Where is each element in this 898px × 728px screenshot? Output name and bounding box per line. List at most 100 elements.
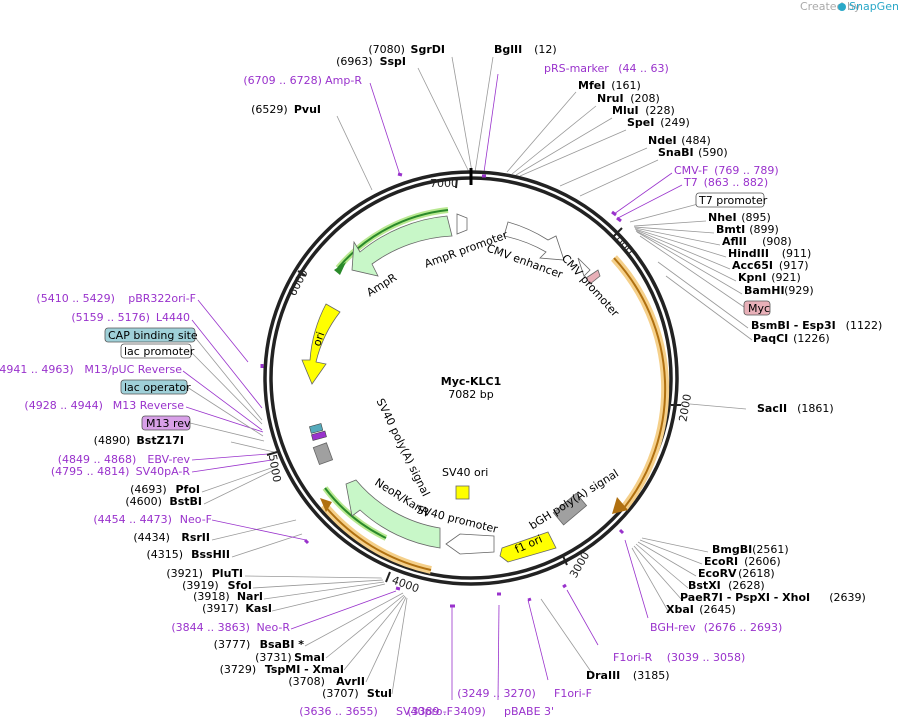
enzyme-site-label[interactable]: SfoI	[228, 579, 252, 592]
orf-arrowhead	[612, 497, 628, 514]
primer-label[interactable]: F1ori-R	[613, 651, 653, 664]
f1-ori-feature[interactable]	[499, 531, 557, 563]
enzyme-site-label[interactable]: KasI	[245, 602, 272, 615]
primer-label[interactable]: pBABE 3'	[504, 705, 554, 718]
enzyme-site-label[interactable]: SspI	[380, 55, 406, 68]
enzyme-site-label[interactable]: BamHI	[744, 284, 785, 297]
enzyme-site-label[interactable]: PaeR7I - PspXI - XhoI	[680, 591, 810, 604]
enzyme-site-label[interactable]: PfoI	[176, 483, 201, 496]
enzyme-site-position: (3185)	[633, 669, 670, 682]
enzyme-site-label[interactable]: BstXI	[688, 579, 721, 592]
ampr-orf-arrowhead	[334, 262, 346, 275]
enzyme-site-label[interactable]: SpeI	[627, 116, 654, 129]
enzyme-site-label[interactable]: MfeI	[578, 79, 605, 92]
enzyme-site-label[interactable]: HindIII	[728, 247, 769, 260]
m13-rev-feature[interactable]	[311, 430, 327, 441]
enzyme-site-label[interactable]: BglII	[494, 43, 522, 56]
enzyme-site-label[interactable]: SmaI	[294, 651, 325, 664]
enzyme-site-label[interactable]: TspMI - XmaI	[265, 663, 344, 676]
neo-orf-arc	[323, 504, 432, 571]
enzyme-site-label[interactable]: NdeI	[648, 134, 677, 147]
sv40-ori-feature[interactable]	[455, 485, 470, 500]
primer-range: (5410 .. 5429)	[36, 292, 115, 305]
enzyme-site-position: (929)	[784, 284, 814, 297]
ampr-label: AmpR	[364, 271, 399, 300]
primer-label[interactable]: M13 Reverse	[113, 399, 184, 412]
primer-label[interactable]: T7	[683, 176, 698, 189]
sv40-promoter-feature[interactable]	[445, 533, 495, 555]
enzyme-site-label[interactable]: BmtI	[716, 223, 745, 236]
enzyme-site-position: (2628)	[728, 579, 765, 592]
enzyme-site-label[interactable]: BstZ17I	[136, 434, 184, 447]
primer-label[interactable]: BGH-rev	[650, 621, 696, 634]
primer-label[interactable]: L4440	[156, 311, 190, 324]
primer-range: (3844 .. 3863)	[171, 621, 250, 634]
cap-binding-site-label[interactable]: CAP binding site	[108, 329, 198, 342]
enzyme-site-label[interactable]: PaqCI	[753, 332, 788, 345]
enzyme-site-label[interactable]: PvuI	[294, 103, 321, 116]
m13-rev-label[interactable]: M13 rev	[146, 417, 191, 430]
primer-range: (4454 .. 4473)	[93, 513, 172, 526]
enzyme-site-label[interactable]: RsrII	[181, 531, 210, 544]
enzyme-site-label[interactable]: AflII	[722, 235, 747, 248]
primer-label[interactable]: M13/pUC Reverse	[84, 363, 182, 376]
primer-label[interactable]: SV40pA-R	[136, 465, 191, 478]
lac-promoter-label[interactable]: lac promoter	[124, 345, 195, 358]
ampr-feature[interactable]	[351, 215, 453, 277]
snapgene-brand: SnapGene	[849, 0, 898, 13]
cmv-promoter-feature[interactable]	[577, 257, 591, 277]
ampr-promoter-feature[interactable]	[456, 213, 468, 235]
primer-label[interactable]: Neo-F	[180, 513, 212, 526]
neor-kanr-feature[interactable]	[345, 479, 441, 549]
enzyme-site-label[interactable]: BsmBI - Esp3I	[751, 319, 836, 332]
primer-label[interactable]: pBR322ori-F	[128, 292, 196, 305]
primer-label[interactable]: F1ori-F	[554, 687, 592, 700]
primer-label[interactable]: pRS-marker	[544, 62, 609, 75]
enzyme-site-label[interactable]: NheI	[708, 211, 737, 224]
enzyme-site-label[interactable]: Acc65I	[732, 259, 773, 272]
lac-operator-label[interactable]: lac operator	[124, 381, 191, 394]
myc-tag-feature[interactable]	[585, 269, 601, 285]
enzyme-site-label[interactable]: SacII	[757, 402, 787, 415]
enzyme-site-label[interactable]: SnaBI	[658, 146, 694, 159]
sv40-polya-feature[interactable]	[312, 442, 334, 466]
enzyme-site-position: (911)	[782, 247, 812, 260]
enzyme-site-label[interactable]: BmgBI	[712, 543, 752, 556]
enzyme-site-label[interactable]: NarI	[237, 590, 263, 603]
ori-feature[interactable]	[301, 303, 341, 385]
cmv-enhancer-feature[interactable]	[503, 221, 565, 261]
primer-range: (3636 .. 3655)	[299, 705, 378, 718]
enzyme-site-label[interactable]: KpnI	[738, 271, 766, 284]
enzyme-site-position: (161)	[611, 79, 641, 92]
primer-label[interactable]: SV40pro-F	[396, 705, 453, 718]
enzyme-site-label[interactable]: BstBI	[169, 495, 202, 508]
enzyme-site-label[interactable]: BssHII	[191, 548, 230, 561]
enzyme-site-position: (2618)	[738, 567, 775, 580]
enzyme-site-label[interactable]: AvrII	[336, 675, 365, 688]
primer-label[interactable]: EBV-rev	[147, 453, 190, 466]
enzyme-site-label[interactable]: EcoRV	[698, 567, 737, 580]
enzyme-site-label[interactable]: StuI	[367, 687, 392, 700]
enzyme-site-position: (899)	[749, 223, 779, 236]
primer-label[interactable]: Neo-R	[256, 621, 290, 634]
t7-promoter-label[interactable]: T7 promoter	[698, 194, 768, 207]
enzyme-site-label[interactable]: SgrDI	[411, 43, 445, 56]
enzyme-site-label[interactable]: PluTI	[212, 567, 243, 580]
enzyme-site-position: (921)	[771, 271, 801, 284]
lac-operator-feature[interactable]	[309, 423, 324, 434]
enzyme-site-label[interactable]: DraIII	[586, 669, 620, 682]
enzyme-site-label[interactable]: XbaI	[666, 603, 694, 616]
enzyme-site-position: (2645)	[699, 603, 736, 616]
primer-label[interactable]: CMV-F	[674, 164, 708, 177]
enzyme-site-label[interactable]: EcoRI	[704, 555, 738, 568]
enzyme-site-label[interactable]: NruI	[597, 92, 624, 105]
enzyme-site-position: (4315)	[147, 548, 184, 561]
primer-label[interactable]: Amp-R	[325, 74, 362, 87]
enzyme-site-label[interactable]: MluI	[612, 104, 639, 117]
snapgene-logo-icon	[838, 3, 846, 11]
enzyme-site-position: (3919)	[182, 579, 219, 592]
myc-label[interactable]: Myc	[748, 302, 770, 315]
enzyme-site-label[interactable]: BsaBI *	[260, 638, 305, 651]
bgh-polya-feature[interactable]	[552, 492, 588, 526]
